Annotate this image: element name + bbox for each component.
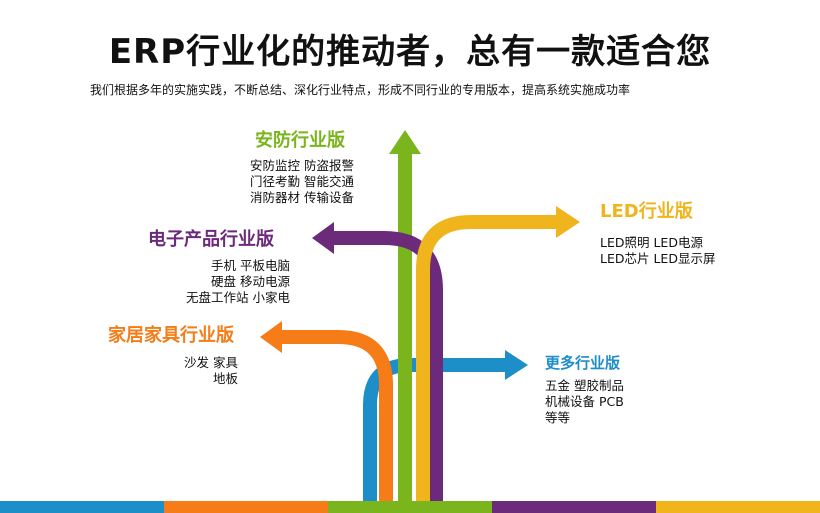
- orange-branch-path: [282, 330, 393, 505]
- green-arrow-head: [389, 130, 421, 154]
- footer-color-bar: [0, 501, 820, 513]
- page-subtitle: 我们根据多年的实施实践，不断总结、深化行业特点，形成不同行业的专用版本，提高系统…: [90, 83, 631, 97]
- footer-segment: [492, 501, 656, 513]
- list-item: 等等: [545, 410, 571, 425]
- footer-segment: [656, 501, 820, 513]
- footer-segment: [164, 501, 328, 513]
- furniture-edition-title: 家居家具行业版: [108, 325, 234, 346]
- led-edition-items: LED照明 LED电源 LED芯片 LED显示屏: [600, 235, 715, 267]
- list-item: 手机 平板电脑: [211, 258, 290, 273]
- blue-arrow-head: [505, 350, 528, 380]
- footer-segment: [328, 501, 492, 513]
- list-item: 消防器材 传输设备: [250, 190, 354, 205]
- list-item: 安防监控 防盗报警: [250, 158, 354, 173]
- orange-arrow-head: [260, 321, 282, 353]
- security-edition-items: 安防监控 防盗报警 门径考勤 智能交通 消防器材 传输设备: [250, 158, 354, 206]
- electronics-edition-title: 电子产品行业版: [148, 229, 274, 250]
- list-item: 地板: [212, 371, 238, 386]
- page-title: ERP行业化的推动者，总有一款适合您: [108, 32, 712, 72]
- purple-arrow-head: [312, 222, 334, 254]
- list-item: LED照明 LED电源: [600, 235, 703, 250]
- electronics-edition-items: 手机 平板电脑 硬盘 移动电源 无盘工作站 小家电: [150, 258, 290, 306]
- yellow-arrow-head: [556, 206, 580, 238]
- furniture-edition-items: 沙发 家具 地板: [150, 355, 238, 387]
- list-item: LED芯片 LED显示屏: [600, 251, 716, 266]
- list-item: 五金 塑胶制品: [545, 378, 624, 393]
- list-item: 硬盘 移动电源: [211, 274, 290, 289]
- list-item: 门径考勤 智能交通: [250, 174, 354, 189]
- list-item: 无盘工作站 小家电: [186, 290, 290, 305]
- footer-segment: [0, 501, 164, 513]
- led-edition-title: LED行业版: [600, 201, 693, 222]
- more-editions-title: 更多行业版: [545, 354, 621, 372]
- more-editions-items: 五金 塑胶制品 机械设备 PCB 等等: [545, 378, 624, 426]
- list-item: 机械设备 PCB: [545, 394, 624, 409]
- yellow-branch-path: [416, 215, 556, 505]
- list-item: 沙发 家具: [184, 355, 238, 370]
- security-edition-title: 安防行业版: [255, 130, 345, 151]
